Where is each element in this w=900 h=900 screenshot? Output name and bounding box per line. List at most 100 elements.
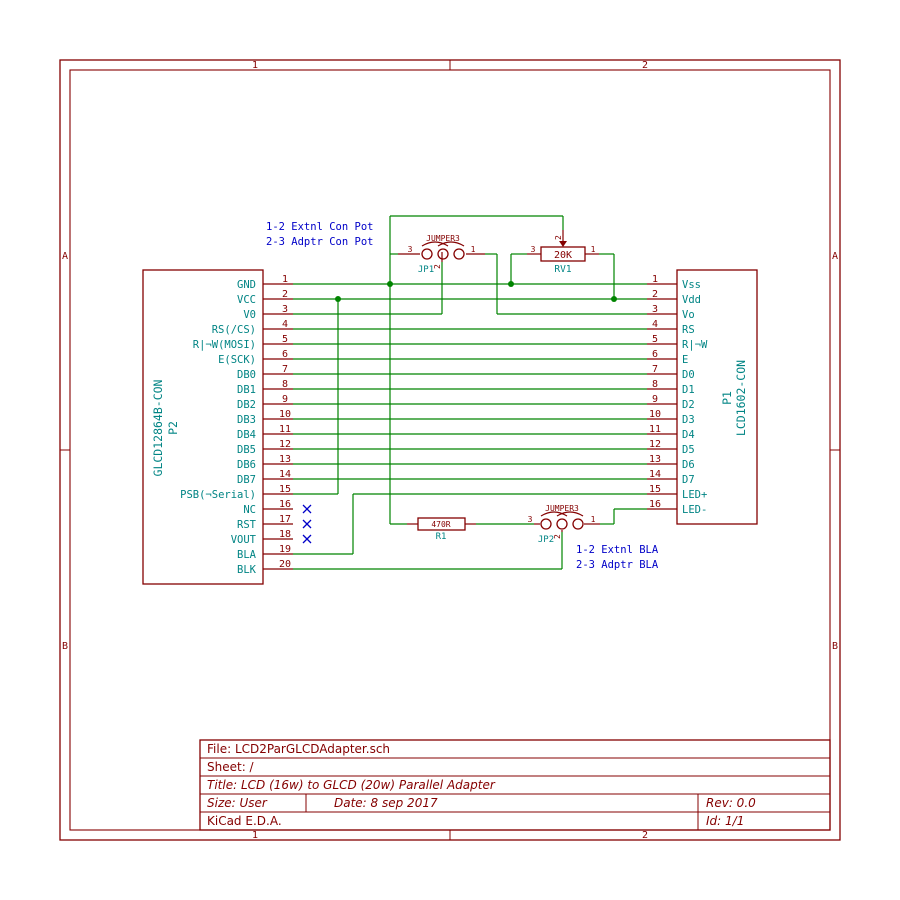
p2-pin-group: 1GND2VCC3V04RS(/CS)5R|¬W(MOSI)6E(SCK)7DB…	[180, 274, 293, 576]
zone-col-bottom-2: 2	[642, 830, 648, 841]
title-block-tool: KiCad E.D.A.	[207, 814, 282, 828]
p1-pin-name: D0	[682, 369, 695, 381]
no-connect-markers	[302, 504, 312, 544]
p2-pin-name: V0	[243, 309, 256, 321]
p2-pin-number: 12	[279, 439, 291, 450]
p1-pin-name: Vdd	[682, 294, 701, 306]
p2-pin-number: 4	[282, 319, 288, 330]
p2-pin-number: 7	[282, 364, 288, 375]
p1-pin-name: Vss	[682, 279, 701, 291]
p1-pin-name: D4	[682, 429, 695, 441]
p1-pin-number: 13	[649, 454, 661, 465]
p2-pin-name: RS(/CS)	[212, 324, 256, 336]
p2-pin-number: 13	[279, 454, 291, 465]
p2-pin-number: 6	[282, 349, 288, 360]
p1-pin-number: 2	[652, 289, 658, 300]
p2-pin-name: BLA	[237, 549, 257, 561]
p1-pin-number: 5	[652, 334, 658, 345]
p2-pin-number: 1	[282, 274, 288, 285]
p1-pin-name: D7	[682, 474, 695, 486]
jp1-pin-3: 3	[408, 245, 413, 254]
p2-pin-number: 5	[282, 334, 288, 345]
jp2-pin-3: 3	[528, 515, 533, 524]
jp2-note-line2: 2-3 Adptr BLA	[576, 559, 659, 571]
p2-pin-name: NC	[243, 504, 256, 516]
p1-pin-number: 4	[652, 319, 658, 330]
p1-pin-number: 7	[652, 364, 658, 375]
no-connect-x	[302, 519, 312, 529]
p1-pin-name: RS	[682, 324, 695, 336]
zone-row-right-b: B	[832, 641, 838, 652]
p2-pin-name: PSB(¬Serial)	[180, 489, 256, 501]
r1-value-label: 470R	[431, 520, 450, 529]
p1-pin-name: D2	[682, 399, 695, 411]
p2-pin-number: 17	[279, 514, 291, 525]
p2-pin-number: 16	[279, 499, 291, 510]
p2-pin-name: VCC	[237, 294, 256, 306]
zone-row-left-a: A	[62, 251, 68, 262]
p1-name-label: LCD1602-CON	[734, 360, 748, 436]
p2-pin-name: RST	[237, 519, 257, 531]
no-connect-x	[302, 504, 312, 514]
p1-pin-number: 6	[652, 349, 658, 360]
p1-pin-name: LED+	[682, 489, 707, 501]
jp2-type-label: JUMPER3	[545, 504, 579, 513]
rv1-pin-2: 2	[554, 235, 563, 240]
rv1-ref-label: RV1	[554, 264, 571, 275]
p1-pin-number: 10	[649, 409, 661, 420]
jp2-note-line1: 1-2 Extnl BLA	[576, 544, 659, 556]
p1-pin-number: 1	[652, 274, 658, 285]
jp2-ref-label: JP2	[538, 535, 554, 545]
p2-pin-number: 10	[279, 409, 291, 420]
r1-ref-label: R1	[436, 532, 447, 542]
rv1-value-label: 20K	[554, 250, 572, 261]
p2-pin-number: 9	[282, 394, 288, 405]
zone-row-left-b: B	[62, 641, 68, 652]
p2-pin-name: VOUT	[231, 534, 257, 546]
p1-pin-name: D1	[682, 384, 695, 396]
jp1-pin-2: 2	[433, 264, 442, 269]
p2-pin-number: 19	[279, 544, 291, 555]
resistor-r1: 470R R1	[407, 517, 476, 542]
zone-col-top-2: 2	[642, 60, 648, 71]
jp2-pin-1: 1	[591, 515, 596, 524]
title-block-sheet: Sheet: /	[207, 760, 255, 774]
jumper-jp1: JUMPER3 3 1 2 JP1 1-2 Extnl Con Pot 2-3 …	[266, 221, 485, 275]
zone-col-top-1: 1	[252, 60, 258, 71]
p2-pin-name: DB7	[237, 474, 256, 486]
wires	[293, 215, 647, 570]
p1-pin-number: 3	[652, 304, 658, 315]
p1-pin-name: D3	[682, 414, 695, 426]
p1-pin-number: 14	[649, 469, 661, 480]
p2-pin-name: DB3	[237, 414, 256, 426]
p2-pin-name: DB4	[237, 429, 256, 441]
p1-pin-name: D6	[682, 459, 695, 471]
junction-dot	[508, 281, 514, 287]
p2-pin-name: GND	[237, 279, 256, 291]
zone-col-bottom-1: 1	[252, 830, 258, 841]
p2-pin-number: 3	[282, 304, 288, 315]
junctions	[335, 281, 617, 302]
p1-pin-name: D5	[682, 444, 695, 456]
p2-pin-number: 8	[282, 379, 288, 390]
title-block-size: Size: User	[207, 796, 268, 810]
p2-pin-number: 2	[282, 289, 288, 300]
rv1-pin-1: 1	[591, 245, 596, 254]
p1-pin-name: Vo	[682, 309, 695, 321]
potentiometer-rv1: 20K 3 1 2 RV1	[527, 230, 599, 275]
p1-pin-number: 8	[652, 379, 658, 390]
no-connect-x	[302, 534, 312, 544]
p2-pin-name: R|¬W(MOSI)	[193, 339, 256, 351]
p2-pin-number: 20	[279, 559, 291, 570]
p1-pin-name: LED-	[682, 504, 707, 516]
sheet-frame: 1 2 1 2 A B A B	[59, 59, 841, 841]
zone-row-right-a: A	[832, 251, 838, 262]
p2-pin-name: E(SCK)	[218, 354, 256, 366]
p1-pin-name: R|¬W	[682, 339, 708, 351]
p2-pin-name: DB0	[237, 369, 256, 381]
junction-dot	[611, 296, 617, 302]
p1-pin-number: 15	[649, 484, 661, 495]
